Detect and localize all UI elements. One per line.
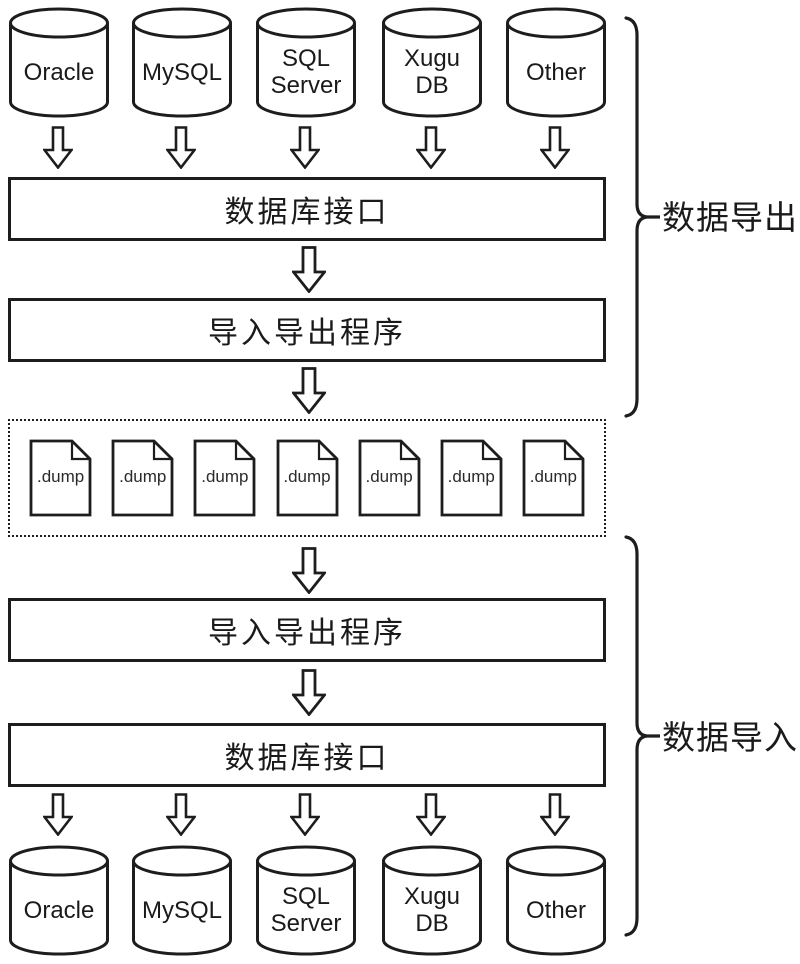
down-arrow-icon	[166, 793, 196, 836]
dump-file: .dump	[29, 439, 92, 517]
db-label: MySQL	[141, 896, 222, 924]
db-label: SQL Server	[270, 45, 342, 99]
export-bracket-label: 数据导出	[662, 199, 798, 236]
down-arrow-icon	[292, 246, 326, 293]
dump-file-label: .dump	[529, 467, 577, 486]
database-cylinder-icon	[256, 845, 356, 956]
file-icon	[111, 439, 174, 517]
down-arrow-icon	[290, 126, 320, 169]
database-cylinder-icon	[9, 7, 109, 118]
target-db-sqlserver: SQL Server	[255, 844, 357, 958]
down-arrow-icon	[43, 793, 73, 836]
dump-file: .dump	[522, 439, 585, 517]
export-brace-icon	[624, 16, 660, 418]
dump-file: .dump	[358, 439, 421, 517]
down-arrow-icon	[416, 126, 446, 169]
source-db-oracle: Oracle	[8, 6, 110, 120]
file-icon	[276, 439, 338, 517]
import-export-program-box-export: 导入导出程序	[8, 298, 606, 362]
dump-file-label: .dump	[37, 467, 85, 486]
db-label: MySQL	[141, 58, 222, 86]
target-db-other: Other	[505, 844, 607, 958]
source-db-sqlserver: SQL Server	[255, 6, 357, 120]
database-cylinder-icon	[132, 845, 232, 956]
database-cylinder-icon	[382, 845, 482, 956]
database-cylinder-icon	[382, 7, 482, 118]
db-label: Other	[525, 58, 587, 86]
dump-file-label: .dump	[119, 467, 167, 486]
database-cylinder-icon	[256, 7, 356, 118]
dump-file-label: .dump	[201, 467, 249, 486]
box-label: 数据库接口	[224, 742, 390, 775]
down-arrow-icon	[292, 669, 326, 716]
down-arrow-icon	[540, 793, 570, 836]
file-icon	[193, 439, 256, 517]
database-cylinder-icon	[9, 845, 109, 956]
down-arrow-icon	[292, 547, 326, 594]
database-cylinder-icon	[506, 7, 606, 118]
file-icon	[29, 439, 92, 517]
import-brace-icon	[624, 535, 660, 937]
down-arrow-icon	[540, 126, 570, 169]
dump-file: .dump	[111, 439, 174, 517]
dump-file-label: .dump	[283, 467, 331, 486]
dump-file-label: .dump	[365, 467, 413, 486]
target-db-oracle: Oracle	[8, 844, 110, 958]
target-db-mysql: MySQL	[131, 844, 233, 958]
import-bracket-label: 数据导入	[662, 719, 798, 756]
database-interface-box-export: 数据库接口	[8, 177, 606, 241]
database-interface-box-import: 数据库接口	[8, 723, 606, 787]
box-label: 数据库接口	[224, 196, 390, 229]
dump-file: .dump	[276, 439, 339, 517]
box-label: 导入导出程序	[208, 617, 406, 650]
db-label: Oracle	[23, 58, 95, 86]
database-cylinder-icon	[132, 7, 232, 118]
down-arrow-icon	[416, 793, 446, 836]
dump-file: .dump	[440, 439, 503, 517]
target-db-xugu: Xugu DB	[381, 844, 483, 958]
db-label: SQL Server	[270, 883, 342, 937]
db-label: Xugu DB	[403, 45, 461, 99]
db-label: Other	[525, 896, 587, 924]
source-db-other: Other	[505, 6, 607, 120]
file-icon	[358, 439, 421, 517]
source-db-xugu: Xugu DB	[381, 6, 483, 120]
box-label: 导入导出程序	[208, 317, 406, 350]
file-icon	[522, 439, 585, 517]
down-arrow-icon	[290, 793, 320, 836]
down-arrow-icon	[292, 367, 326, 414]
db-label: Xugu DB	[403, 883, 461, 937]
down-arrow-icon	[43, 126, 73, 169]
source-db-mysql: MySQL	[131, 6, 233, 120]
dump-file-label: .dump	[447, 467, 495, 486]
import-export-program-box-import: 导入导出程序	[8, 598, 606, 662]
down-arrow-icon	[166, 126, 196, 169]
db-label: Oracle	[23, 896, 95, 924]
dump-file: .dump	[193, 439, 256, 517]
dump-files-container: .dump .dump .dump .dump .dump .dump .dum…	[8, 419, 606, 537]
file-icon	[440, 439, 503, 517]
database-cylinder-icon	[506, 845, 606, 956]
